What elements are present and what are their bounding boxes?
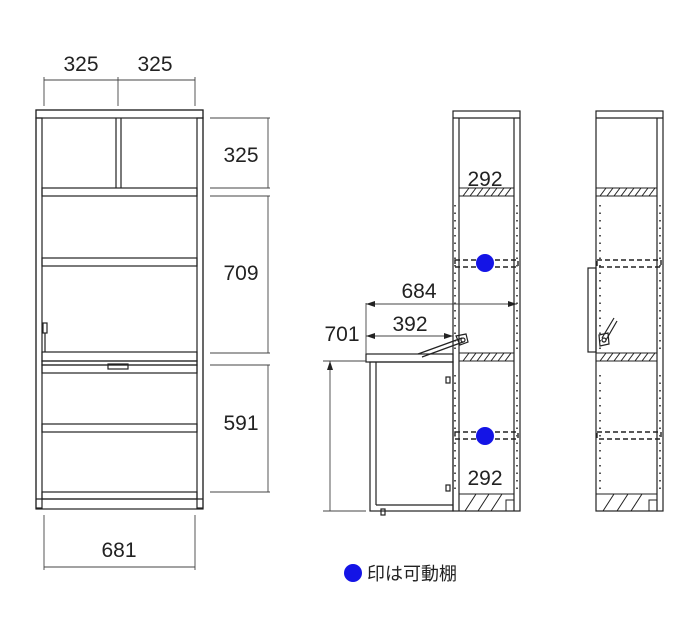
arrow-701-top	[327, 361, 333, 370]
closed-movable-shelf-1	[596, 259, 662, 268]
arrow-392-left	[366, 333, 375, 339]
side-stay-pivot-icon	[460, 337, 466, 343]
front-left-side	[35, 117, 43, 509]
front-outline	[35, 109, 204, 510]
front-desk-board	[41, 351, 198, 362]
closed-stay-bracket-icon	[598, 332, 610, 347]
arrow-392-right	[444, 333, 453, 339]
side-stay-arm-b	[421, 341, 464, 358]
side-hatch-1	[462, 187, 512, 197]
dim-middle-section-height: 709	[223, 262, 258, 285]
movable-shelf-marker-1	[476, 254, 494, 272]
closed-body	[595, 110, 664, 512]
side-view-closed	[587, 110, 664, 512]
closed-movable-shelf-2	[596, 431, 662, 440]
closed-hatch-1	[599, 187, 656, 197]
legend-text: 印は可動棚	[367, 564, 457, 585]
arrow-684-right	[508, 301, 517, 307]
dim-side-depth-top: 292	[467, 168, 502, 191]
front-shelf-1	[41, 187, 198, 197]
closed-desk-panel	[587, 267, 597, 353]
dim-side-desk-height: 701	[324, 323, 359, 346]
side-desk-lower-door	[369, 361, 454, 512]
front-top-board	[35, 109, 204, 119]
dim-top-right-width: 325	[137, 53, 172, 76]
side-movable-shelf-1	[454, 259, 519, 268]
legend: 印は可動棚	[344, 564, 457, 585]
side-desk-top	[365, 353, 454, 363]
closed-back-foot	[648, 499, 658, 512]
front-right-side	[196, 117, 204, 509]
legend-dot-icon	[344, 564, 362, 582]
dim-top-section-height: 325	[223, 144, 258, 167]
front-view: 325 325 325 709 591 681	[35, 53, 270, 570]
side-stay-arm-a	[417, 337, 463, 355]
front-shelf-3	[41, 364, 198, 374]
front-shelf-2	[41, 257, 198, 267]
side-desk-caster-icon	[380, 508, 386, 516]
side-fixed-shelf-2	[458, 352, 515, 362]
side-desk-hinge-2-icon	[445, 484, 451, 492]
movable-shelf-marker-2	[476, 427, 494, 445]
side-hatch-3	[464, 493, 503, 512]
dim-bottom-section-height: 591	[223, 412, 258, 435]
side-fixed-shelf-1	[458, 187, 515, 197]
side-stay-bracket-icon	[455, 333, 469, 346]
side-desk-hinge-1-icon	[445, 376, 451, 384]
closed-stay-arm-a	[601, 317, 615, 339]
closed-stay-pivot-icon	[601, 337, 607, 343]
front-shelf-4	[41, 423, 198, 433]
closed-stay-arm-b	[605, 320, 618, 341]
dim-total-width: 681	[101, 539, 136, 562]
closed-hatch-2	[599, 352, 656, 362]
front-lock-icon	[42, 322, 48, 334]
dim-top-left-width: 325	[63, 53, 98, 76]
arrow-684-left	[366, 301, 375, 307]
dim-side-depth-desk: 392	[392, 313, 427, 336]
front-handle-icon	[107, 363, 129, 370]
side-back-foot	[505, 499, 515, 512]
dim-side-depth-open: 684	[401, 280, 436, 303]
dim-side-depth-bottom: 292	[467, 467, 502, 490]
side-hatch-2	[462, 352, 512, 362]
side-view-open: 292 292 684 392 701	[323, 110, 521, 516]
closed-hatch-3	[602, 493, 643, 512]
front-shelf-5	[41, 491, 198, 500]
